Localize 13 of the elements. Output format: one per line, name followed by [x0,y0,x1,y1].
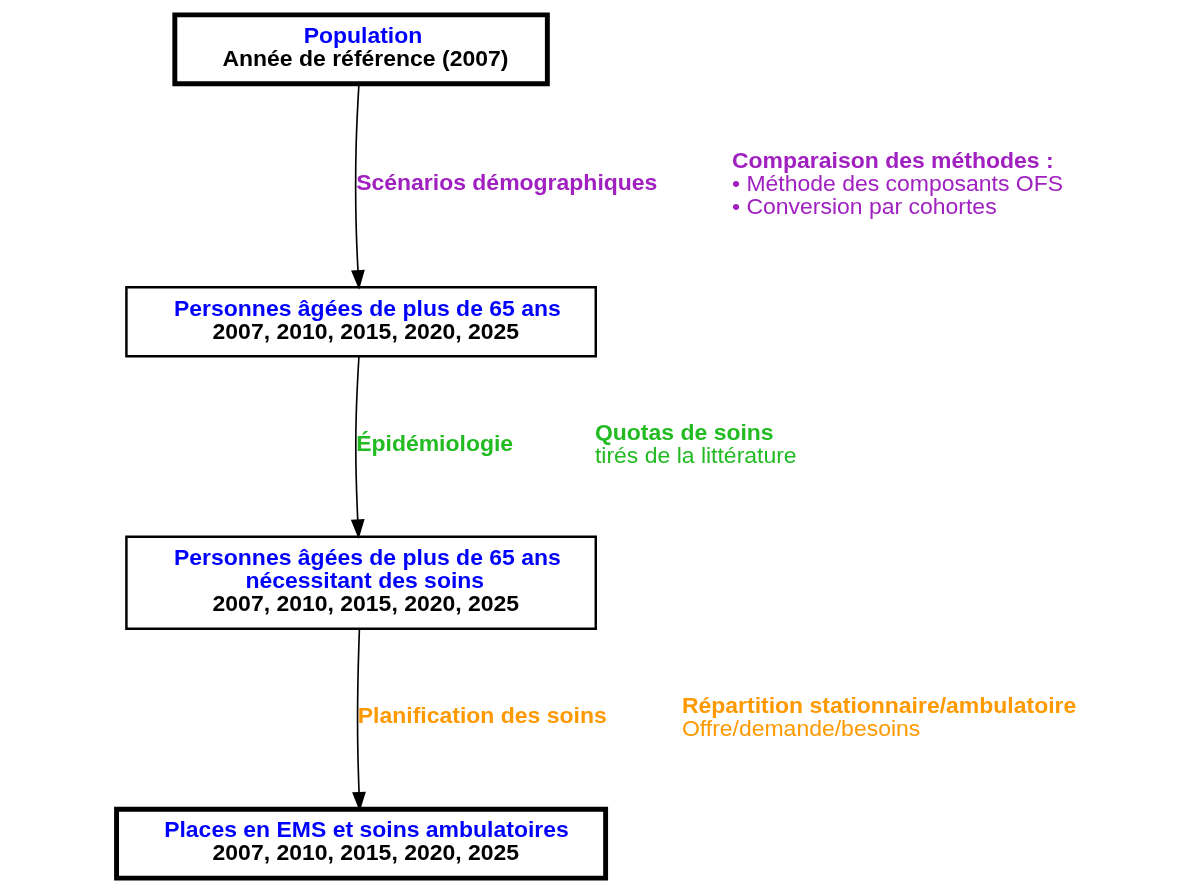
label: Répartition stationnaire/ambulatoire [681,691,1076,718]
edge-label: Épidémiologie [355,429,513,456]
node-box: Population Année de référence (2007) [171,12,550,87]
node-box: Personnes âgées de plus de 65 ans 2007, 2010, 2015, 2020, 2025 [124,286,597,358]
edge-label: Planification des soins [357,702,607,729]
arrow [350,355,365,540]
label: Quotas de soins [594,419,774,446]
edge-label: Scénarios démographiques [355,168,657,195]
node-box: Personnes âgées de plus de 65 ans nécessitant des soins 2007, 2010, 2015, 2020, 2025 [124,535,597,630]
arrow [350,83,365,290]
label: Comparaison des méthodes : [731,146,1054,173]
arrow [351,628,366,812]
node-box: Places en EMS et soins ambulatoires 2007, 2010, 2015, 2020, 2025 [113,806,608,881]
